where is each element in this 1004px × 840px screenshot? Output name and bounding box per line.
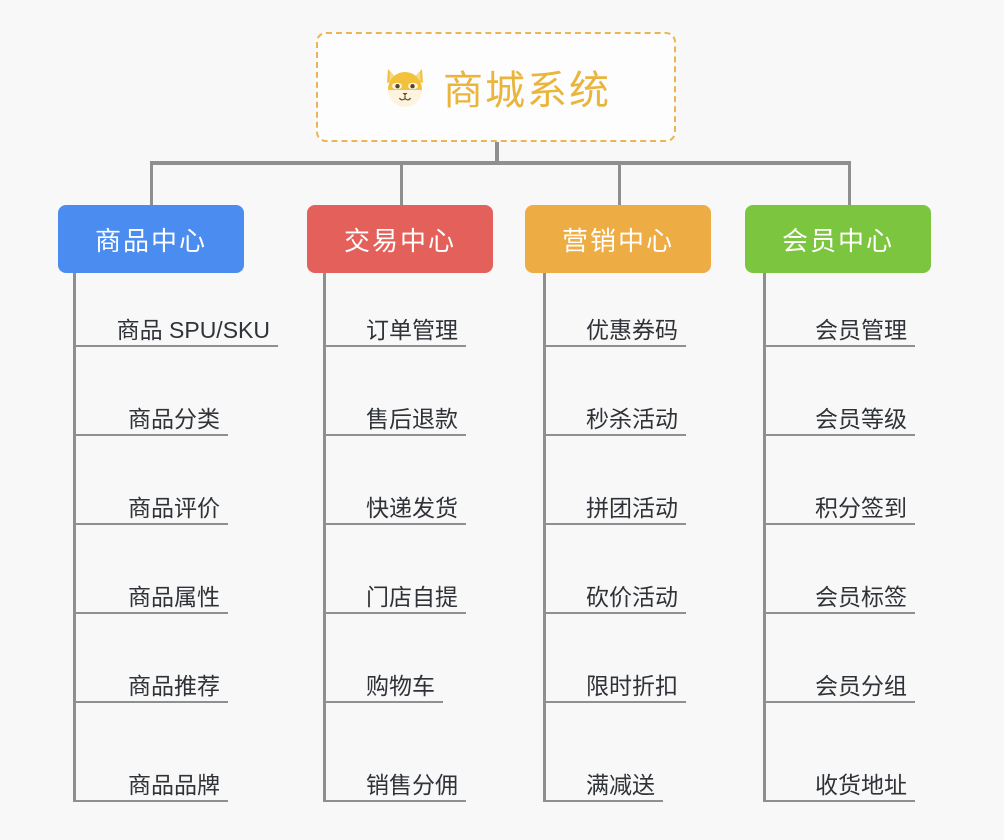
category-header-marketing-center[interactable]: 营销中心 <box>525 205 711 273</box>
leaf-label: 门店自提 <box>366 583 458 610</box>
column-spine-1 <box>73 273 76 802</box>
leaf-label: 满减送 <box>586 771 655 798</box>
connector-drop-1 <box>150 161 153 205</box>
leaf-item[interactable]: 商品推荐 <box>73 645 228 703</box>
shiba-dog-icon <box>381 63 429 111</box>
column-spine-2 <box>323 273 326 802</box>
leaf-item[interactable]: 拼团活动 <box>543 467 686 525</box>
leaf-label: 会员等级 <box>815 405 907 432</box>
leaf-label: 砍价活动 <box>586 583 678 610</box>
page-title: 商城系统 <box>443 69 611 113</box>
connector-bus <box>150 161 851 165</box>
leaf-item[interactable]: 优惠券码 <box>543 289 686 347</box>
leaf-label: 快递发货 <box>366 494 458 521</box>
leaf-item[interactable]: 收货地址 <box>763 744 915 802</box>
leaf-label: 商品 SPU/SKU <box>116 316 270 343</box>
leaf-label: 商品品牌 <box>128 771 220 798</box>
leaf-item[interactable]: 限时折扣 <box>543 645 686 703</box>
column-spine-3 <box>543 273 546 802</box>
leaf-label: 会员管理 <box>815 316 907 343</box>
leaf-item[interactable]: 秒杀活动 <box>543 378 686 436</box>
connector-drop-3 <box>618 161 621 205</box>
leaf-label: 优惠券码 <box>586 316 678 343</box>
leaf-item[interactable]: 会员标签 <box>763 556 915 614</box>
leaf-label: 商品推荐 <box>128 672 220 699</box>
leaf-label: 商品属性 <box>128 583 220 610</box>
leaf-label: 收货地址 <box>815 771 907 798</box>
leaf-item[interactable]: 会员管理 <box>763 289 915 347</box>
connector-trunk <box>495 142 499 164</box>
leaf-label: 商品分类 <box>128 405 220 432</box>
leaf-item[interactable]: 商品评价 <box>73 467 228 525</box>
leaf-item[interactable]: 售后退款 <box>323 378 466 436</box>
leaf-label: 售后退款 <box>366 405 458 432</box>
category-header-product-center[interactable]: 商品中心 <box>58 205 244 273</box>
leaf-item[interactable]: 满减送 <box>543 744 663 802</box>
leaf-label: 商品评价 <box>128 494 220 521</box>
leaf-item[interactable]: 销售分佣 <box>323 744 466 802</box>
leaf-label: 秒杀活动 <box>586 405 678 432</box>
category-header-label: 会员中心 <box>781 225 894 256</box>
leaf-item[interactable]: 订单管理 <box>323 289 466 347</box>
category-header-label: 商品中心 <box>94 225 207 256</box>
column-spine-4 <box>763 273 766 802</box>
leaf-item[interactable]: 砍价活动 <box>543 556 686 614</box>
leaf-item[interactable]: 积分签到 <box>763 467 915 525</box>
leaf-label: 拼团活动 <box>586 494 678 521</box>
leaf-label: 积分签到 <box>815 494 907 521</box>
leaf-label: 购物车 <box>366 672 435 699</box>
leaf-label: 会员分组 <box>815 672 907 699</box>
leaf-label: 限时折扣 <box>586 672 678 699</box>
leaf-item[interactable]: 门店自提 <box>323 556 466 614</box>
leaf-label: 订单管理 <box>366 316 458 343</box>
category-header-label: 交易中心 <box>343 225 456 256</box>
leaf-item[interactable]: 快递发货 <box>323 467 466 525</box>
category-header-member-center[interactable]: 会员中心 <box>745 205 931 273</box>
leaf-item[interactable]: 会员分组 <box>763 645 915 703</box>
leaf-item[interactable]: 购物车 <box>323 645 443 703</box>
connector-drop-2 <box>400 161 403 205</box>
leaf-label: 会员标签 <box>815 583 907 610</box>
category-header-trade-center[interactable]: 交易中心 <box>307 205 493 273</box>
category-header-label: 营销中心 <box>561 225 674 256</box>
leaf-item[interactable]: 商品分类 <box>73 378 228 436</box>
leaf-item[interactable]: 商品属性 <box>73 556 228 614</box>
leaf-item[interactable]: 商品品牌 <box>73 744 228 802</box>
leaf-item[interactable]: 会员等级 <box>763 378 915 436</box>
root-node[interactable]: 商城系统 <box>316 32 676 142</box>
connector-drop-4 <box>848 161 851 205</box>
leaf-item[interactable]: 商品 SPU/SKU <box>73 289 278 347</box>
leaf-label: 销售分佣 <box>366 771 458 798</box>
